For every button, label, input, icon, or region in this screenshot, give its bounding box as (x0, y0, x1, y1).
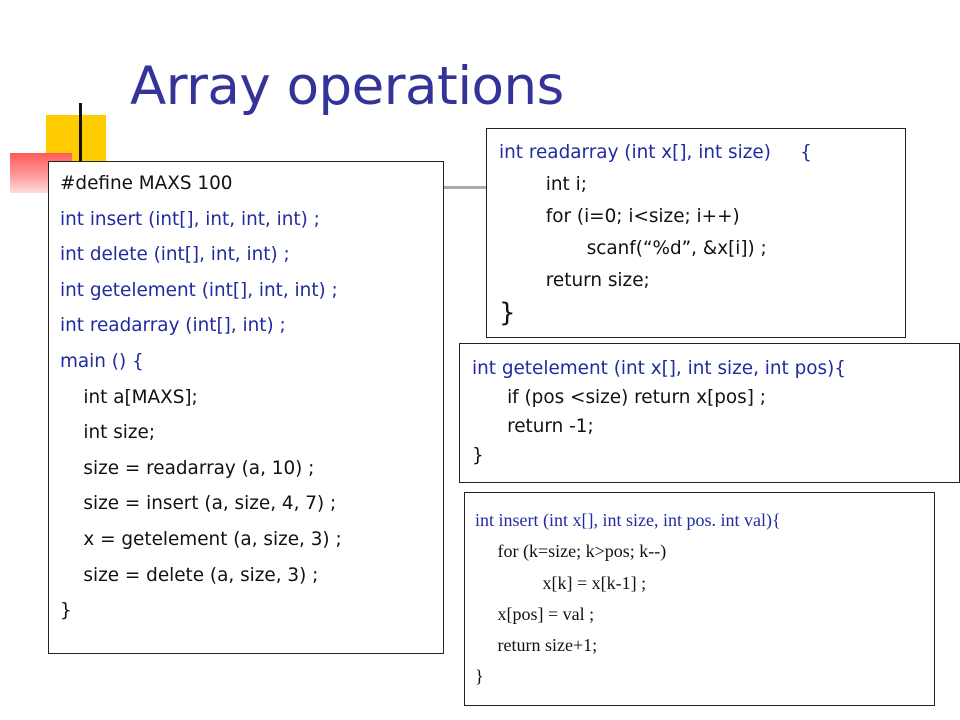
insert-line-for: for (k=size; k>pos; k--) (475, 541, 667, 562)
code-line-proto-getelement: int getelement (int[], int, int) ; (60, 279, 338, 301)
readarray-line-return: return size; (499, 270, 650, 291)
slide-title: Array operations (130, 56, 564, 117)
insert-line-shift: x[k] = x[k-1] ; (475, 572, 647, 593)
getelement-line-if: if (pos <size) return x[pos] ; (472, 387, 766, 408)
code-line-call-getelement: x = getelement (a, size, 3) ; (60, 528, 342, 550)
insert-code-box: int insert (int x[], int size, int pos. … (464, 492, 935, 706)
code-line-main-close: } (60, 600, 72, 622)
code-line-main: main () { (60, 350, 144, 372)
code-line-call-delete: size = delete (a, size, 3) ; (60, 564, 319, 586)
main-code-box: #define MAXS 100 int insert (int[], int,… (48, 161, 444, 654)
getelement-code-box: int getelement (int x[], int size, int p… (459, 343, 960, 483)
code-line-array-decl: int a[MAXS]; (60, 386, 198, 408)
readarray-signature: int readarray (int x[], int size) { (499, 142, 812, 163)
readarray-closing-brace: } (499, 298, 516, 328)
decor-horizontal-line (443, 186, 488, 189)
decor-vertical-line (79, 103, 82, 195)
insert-closing-brace: } (475, 666, 484, 687)
code-line-proto-readarray: int readarray (int[], int) ; (60, 315, 286, 337)
code-line-proto-delete: int delete (int[], int, int) ; (60, 244, 290, 266)
code-line-size-decl: int size; (60, 422, 156, 444)
readarray-line-for: for (i=0; i<size; i++) (499, 206, 740, 227)
readarray-line-scanf: scanf(“%d”, &x[i]) ; (499, 238, 767, 259)
insert-line-assign: x[pos] = val ; (475, 603, 595, 624)
insert-line-return: return size+1; (475, 635, 598, 656)
readarray-line-decl: int i; (499, 174, 587, 195)
code-line-call-readarray: size = readarray (a, 10) ; (60, 457, 315, 479)
insert-signature: int insert (int x[], int size, int pos. … (475, 510, 781, 530)
code-line-proto-insert: int insert (int[], int, int, int) ; (60, 208, 320, 230)
code-line-call-insert: size = insert (a, size, 4, 7) ; (60, 493, 337, 515)
getelement-closing-brace: } (472, 445, 484, 466)
getelement-signature: int getelement (int x[], int size, int p… (472, 358, 846, 379)
getelement-line-return: return -1; (472, 416, 594, 437)
code-line-define: #define MAXS 100 (60, 173, 233, 194)
readarray-code-box: int readarray (int x[], int size) { int … (486, 128, 906, 338)
